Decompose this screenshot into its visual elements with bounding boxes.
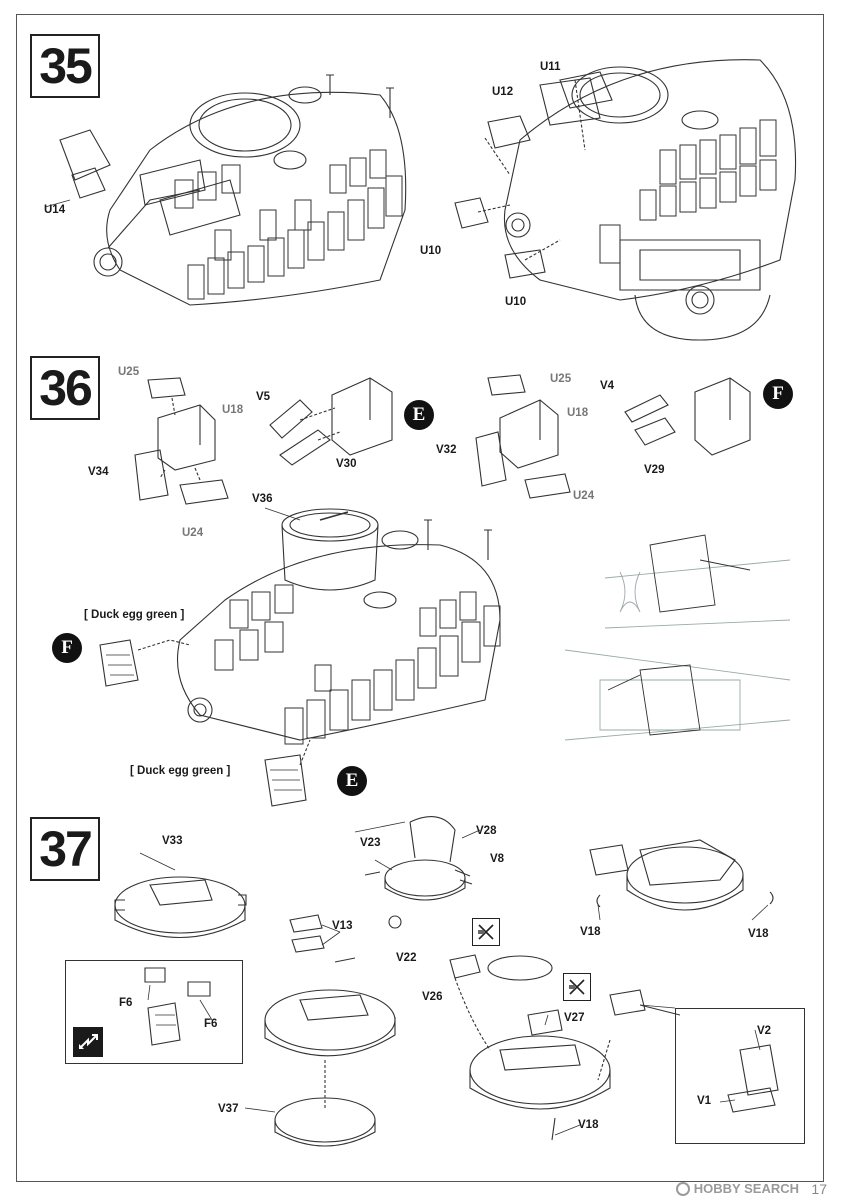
marker-e-step36-turret: E — [337, 766, 367, 796]
step-35-turret-left — [93, 86, 407, 306]
part-label-v27: V27 — [564, 1012, 585, 1024]
part-label-v29: V29 — [644, 464, 665, 476]
part-label-v18-left: V18 — [580, 926, 601, 938]
step-36-subassembly-v29 — [624, 377, 751, 456]
page-number: 17 — [811, 1181, 827, 1197]
step-36-number: 36 — [30, 356, 100, 420]
step-37-hatch-v27 — [449, 954, 611, 1141]
step-37-inset-parts — [144, 967, 211, 1046]
part-label-u24-a: U24 — [182, 527, 204, 539]
part-label-v18-bottom: V18 — [578, 1119, 599, 1131]
part-label-f6-b: F6 — [204, 1018, 218, 1030]
cut-parts-icon — [472, 918, 500, 946]
step-36-subassembly-u18-left — [134, 377, 229, 505]
part-label-v22: V22 — [396, 952, 417, 964]
mirror-flip-icon — [73, 1027, 103, 1057]
part-label-v34: V34 — [88, 466, 109, 478]
cut-parts-icon — [563, 973, 591, 1001]
part-label-v1: V1 — [697, 1095, 712, 1107]
part-label-u11: U11 — [540, 61, 561, 73]
part-label-u14: U14 — [44, 204, 66, 216]
part-label-u12: U12 — [492, 86, 514, 98]
color-note-duck-egg-green-top: [ Duck egg green ] — [84, 609, 185, 621]
part-label-f6-a: F6 — [119, 997, 133, 1009]
step-36-reference-views — [564, 534, 791, 741]
step-37-right-inset — [675, 1008, 805, 1144]
label-leader-lines — [139, 507, 769, 1136]
part-label-v4: V4 — [600, 380, 615, 392]
watermark-text: HOBBY SEARCH — [693, 1181, 799, 1196]
color-note-duck-egg-green-bottom: [ Duck egg green ] — [130, 765, 231, 777]
step-36-subassembly-v30 — [269, 377, 393, 466]
part-label-v30: V30 — [336, 458, 357, 470]
step-35-number: 35 — [30, 34, 100, 98]
step-35-small-parts-left — [44, 74, 394, 208]
step-35-armor-blocks-right — [599, 119, 777, 264]
part-label-v18-right: V18 — [748, 928, 769, 940]
part-label-v23: V23 — [360, 837, 381, 849]
part-label-u25-a: U25 — [118, 366, 140, 378]
step-37-hatch-ring-v13 — [264, 914, 396, 1147]
part-label-v28: V28 — [476, 825, 497, 837]
part-label-v13: V13 — [332, 920, 353, 932]
marker-f-step36-turret: F — [52, 633, 82, 663]
watermark: HOBBY SEARCH — [675, 1181, 799, 1196]
step-35-turret-right — [503, 59, 797, 341]
part-label-u25-b: U25 — [550, 373, 572, 385]
step-36-colored-parts — [99, 639, 311, 807]
step-35-armor-blocks-left — [174, 149, 403, 300]
part-label-v8: V8 — [490, 853, 505, 865]
part-label-u18-b: U18 — [567, 407, 589, 419]
step-37-left-inset — [65, 960, 243, 1064]
step-37-hatch-ring-v33 — [114, 876, 247, 939]
step-37-detail-inset-parts — [609, 989, 779, 1113]
part-label-v26: V26 — [422, 991, 443, 1003]
part-label-u10-b: U10 — [505, 296, 527, 308]
part-label-u10-a: U10 — [420, 245, 442, 257]
part-label-v32: V32 — [436, 444, 457, 456]
part-label-v36: V36 — [252, 493, 273, 505]
step-35-exploded-parts-right — [454, 71, 613, 279]
part-label-v2: V2 — [757, 1025, 772, 1037]
step-37-hatch-v28 — [364, 816, 473, 929]
part-label-u18-a: U18 — [222, 404, 244, 416]
step-37-hatch-right — [589, 839, 774, 911]
part-label-v5: V5 — [256, 391, 271, 403]
watermark-logo-icon — [675, 1181, 690, 1196]
part-label-v33: V33 — [162, 835, 183, 847]
marker-e-step36-top: E — [404, 400, 434, 430]
step-36-turret-armor — [214, 584, 501, 745]
marker-f-step36-top: F — [763, 379, 793, 409]
part-label-u24-b: U24 — [573, 490, 595, 502]
page-border — [16, 14, 824, 1182]
part-label-v37: V37 — [218, 1103, 239, 1115]
step-37-number: 37 — [30, 817, 100, 881]
step-36-subassembly-u18-right — [475, 374, 571, 499]
